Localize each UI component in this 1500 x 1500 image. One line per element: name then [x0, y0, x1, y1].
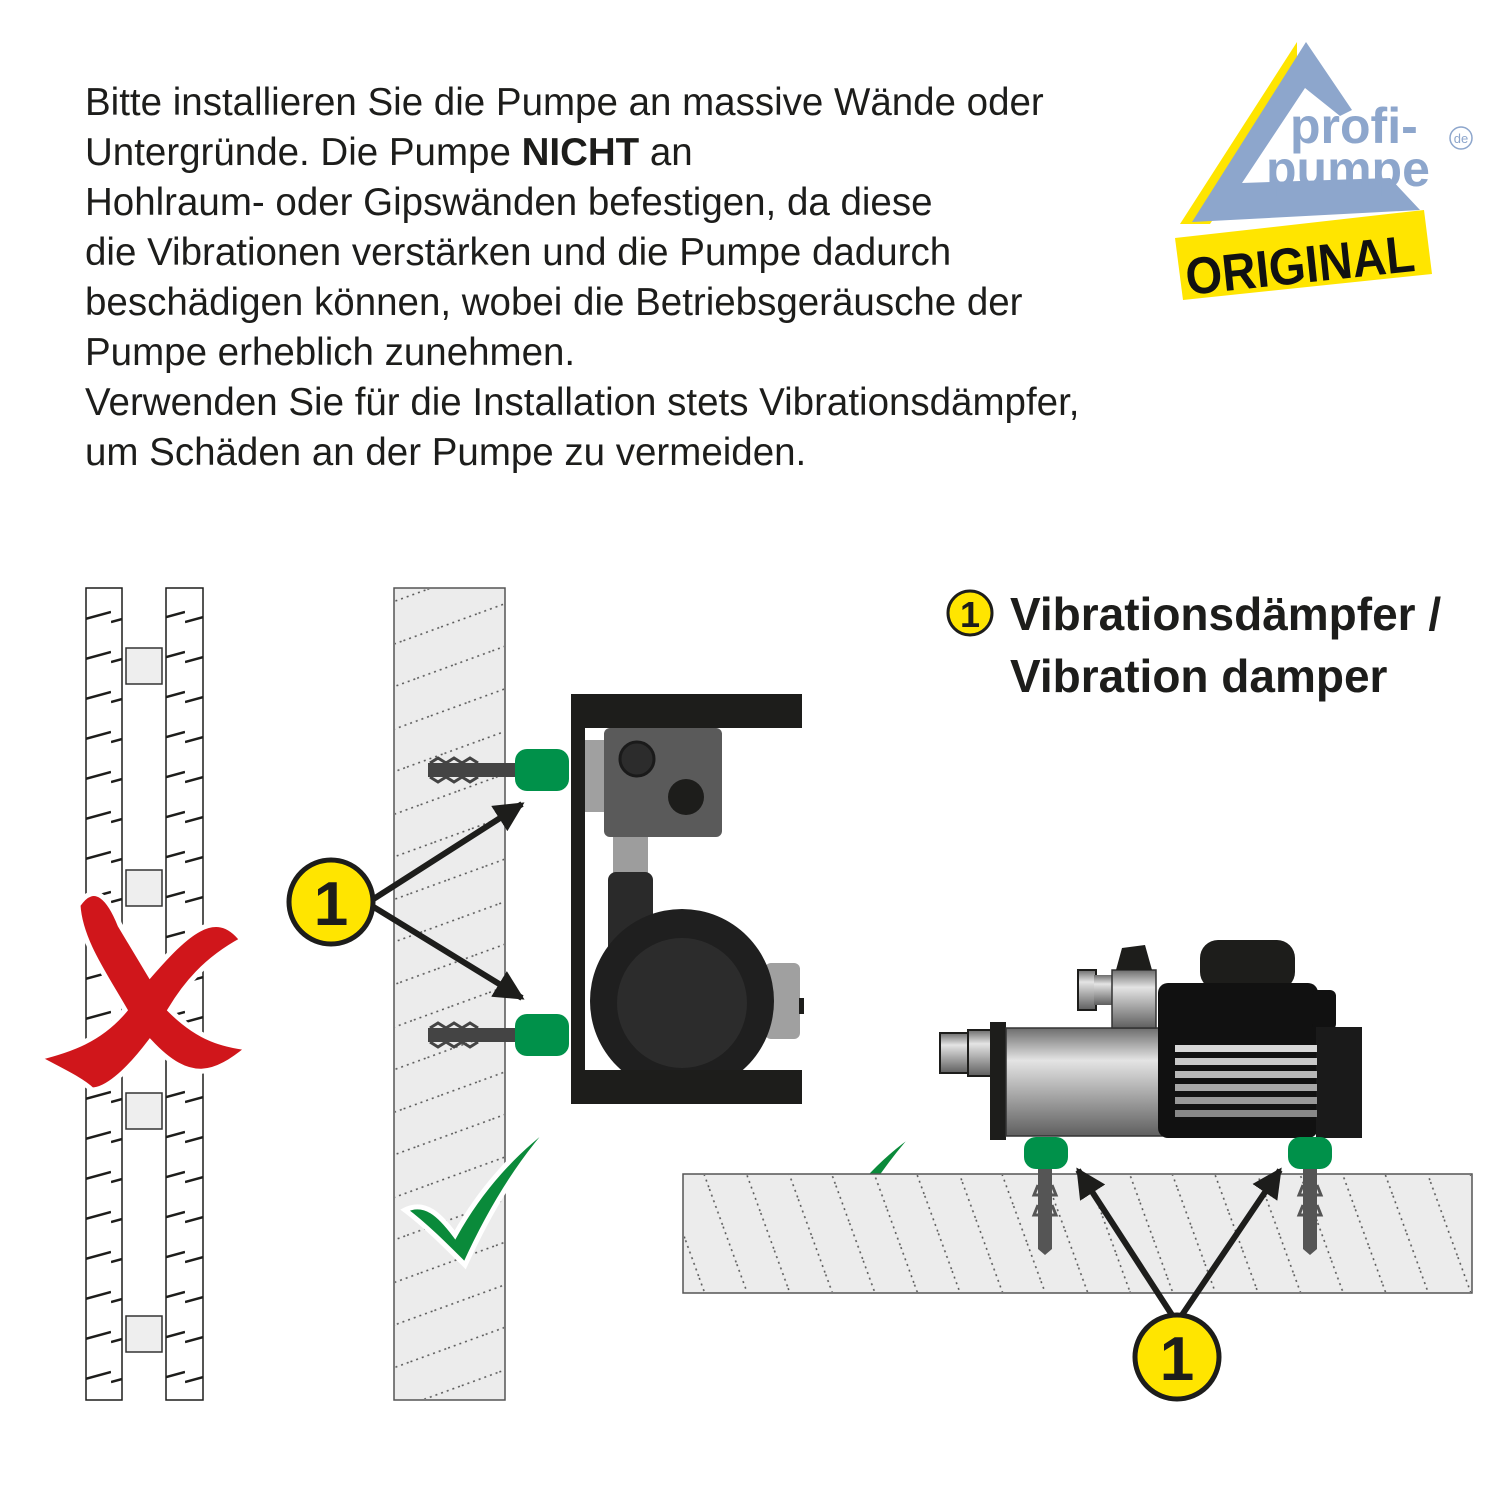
instruction-line: Untergründe. Die Pumpe [85, 131, 522, 174]
damper-callout-badge: 1 [1132, 1312, 1222, 1402]
solid-floor-texture [684, 1175, 1471, 1292]
callout-number: 1 [314, 870, 348, 939]
vibration-damper [1288, 1137, 1332, 1169]
instruction-line: Bitte installieren Sie die Pumpe an mass… [85, 81, 1044, 124]
floor-dowel [1296, 1169, 1324, 1255]
instruction-line: Pumpe erheblich zunehmen. [85, 331, 576, 374]
callout-arrows-floor [1075, 1167, 1283, 1317]
instruction-emphasis: NICHT [521, 131, 640, 174]
wall-mounted-pump [571, 694, 804, 1104]
profi-pumpe-logo: profi- pumpe de ORIGINAL [1175, 42, 1473, 307]
svg-text:profi-: profi- [1290, 98, 1418, 154]
vibration-damper [1024, 1137, 1068, 1169]
callout-number: 1 [1160, 1325, 1194, 1394]
cooling-fins [1175, 1045, 1317, 1117]
instruction-line: Hohlraum- oder Gipswänden befestigen, da… [85, 181, 933, 224]
solid-wall-texture [395, 589, 504, 1399]
instruction-text: Bitte installieren Sie die Pumpe an mass… [85, 78, 1079, 478]
legend-label-en: Vibration damper [1010, 650, 1388, 702]
damper-callout-badge: 1 [286, 857, 376, 947]
instruction-line: um Schäden an der Pumpe zu vermeiden. [85, 431, 807, 474]
svg-text:pumpe: pumpe [1266, 141, 1430, 197]
vibration-damper [515, 749, 569, 791]
floor-dowel [1031, 1169, 1059, 1255]
floor-mounted-pump [939, 940, 1362, 1140]
wall-dowel-bottom [428, 1021, 516, 1049]
legend-number: 1 [960, 594, 980, 635]
callout-arrows-wall [370, 801, 525, 1001]
instruction-line: an [639, 131, 693, 174]
wall-dowel-top [428, 756, 516, 784]
wrong-cross-icon [31, 891, 255, 1093]
correct-check-icon [400, 1117, 560, 1270]
instruction-line: beschädigen können, wobei die Betriebsge… [85, 281, 1023, 324]
legend-label-de: Vibrationsdämpfer / [1010, 588, 1441, 640]
vibration-damper [515, 1014, 569, 1056]
svg-text:de: de [1454, 131, 1468, 146]
instruction-line: die Vibrationen verstärken und die Pumpe… [85, 231, 952, 274]
instruction-line: Verwenden Sie für die Installation stets… [85, 381, 1080, 424]
legend: 1 Vibrationsdämpfer / Vibration damper [946, 588, 1441, 702]
